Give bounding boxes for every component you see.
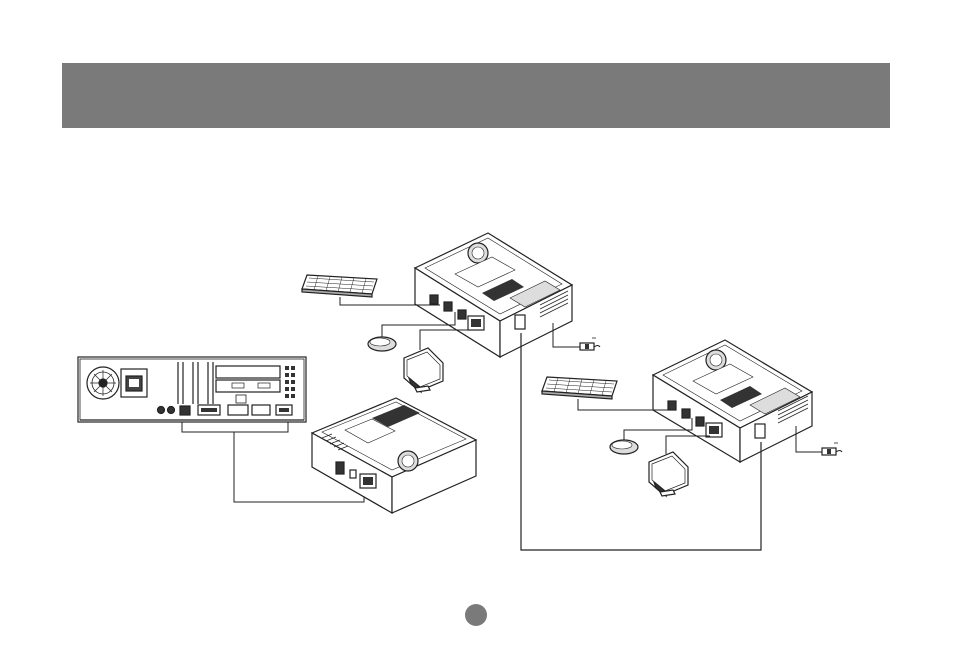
kvm-switch-2-icon — [653, 340, 812, 462]
computer-icon — [78, 357, 306, 422]
monitor-2-icon — [649, 452, 688, 496]
kvm-switch-1-icon — [415, 233, 572, 357]
kvm-switch-local-icon — [312, 398, 476, 513]
monitor-1-icon — [404, 348, 443, 392]
page-number-badge — [465, 604, 487, 626]
mouse-1-icon — [368, 337, 396, 351]
keyboard-2-icon — [542, 377, 617, 399]
keyboard-1-icon — [302, 275, 377, 297]
mouse-2-icon — [610, 440, 638, 454]
